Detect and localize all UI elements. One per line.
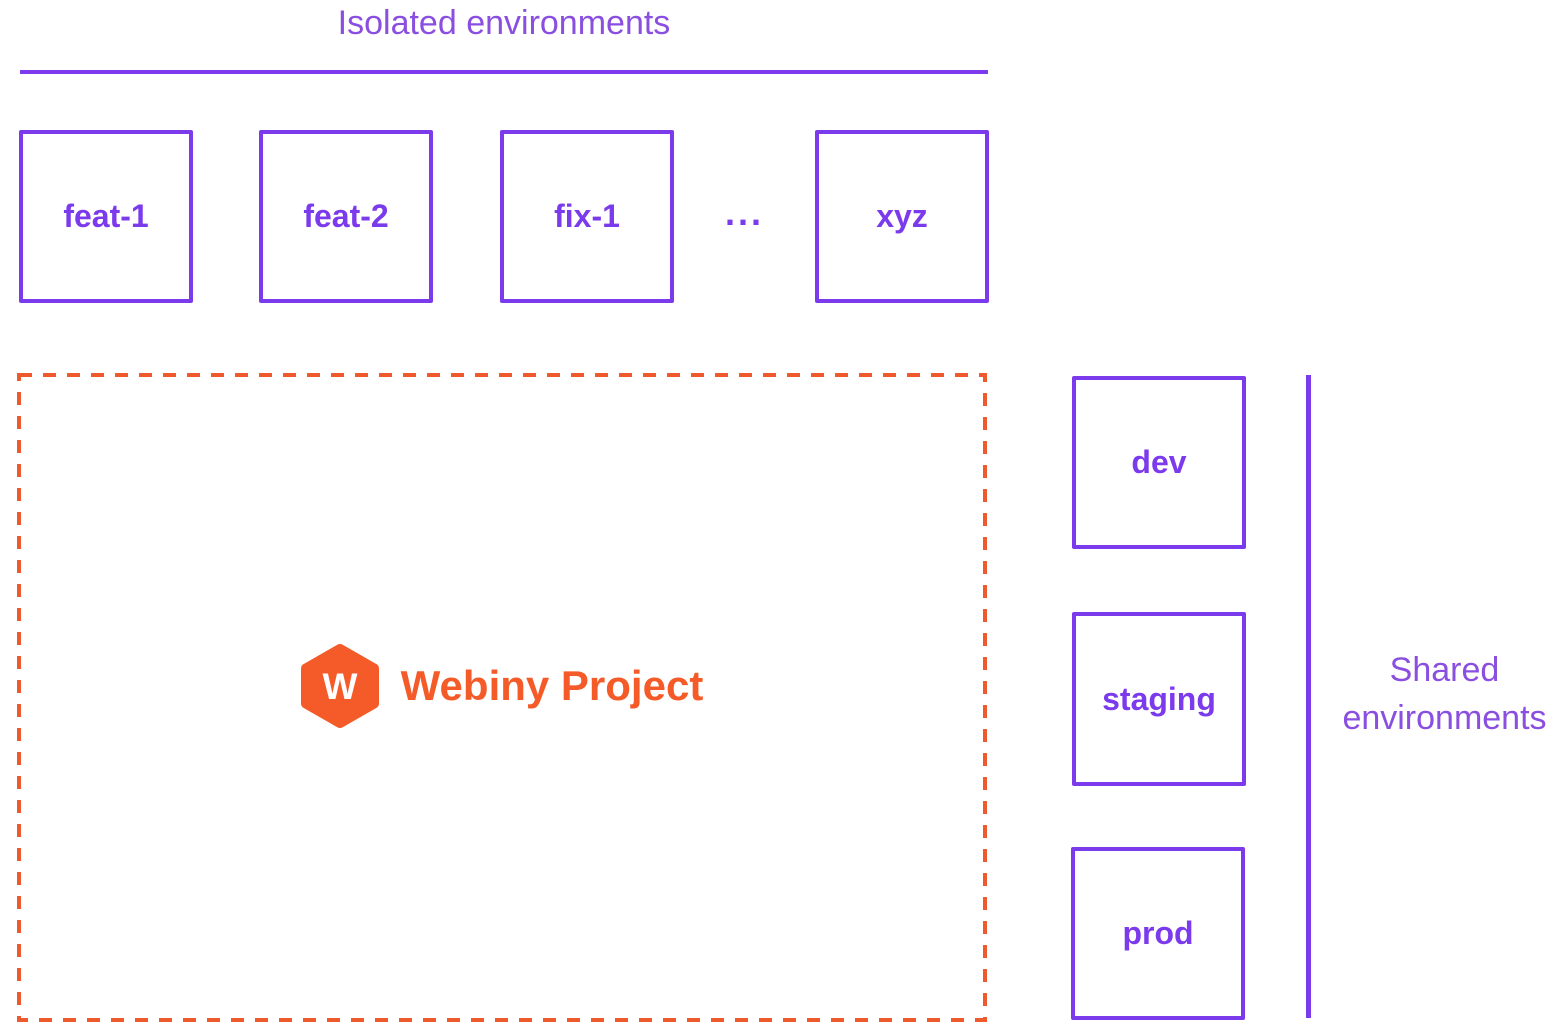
webiny-project-name: Webiny Project [400,661,704,709]
webiny-project: W Webiny Project [19,364,985,1007]
env-box-feat-1: feat-1 [19,130,193,303]
env-box-fix-1: fix-1 [500,130,674,303]
isolated-environments-divider [20,70,988,74]
env-box-prod-label: prod [1122,915,1194,951]
webiny-logo-icon: W [300,643,379,728]
env-box-xyz: xyz [815,130,989,303]
webiny-project-dashed-border [17,373,987,1022]
env-box-staging-label: staging [1102,680,1216,717]
webiny-logo-letter: W [322,666,357,707]
env-box-feat-2: feat-2 [259,130,433,303]
more-environments-ellipsis: ... [724,192,764,233]
env-box-feat-2-label: feat-2 [303,198,389,234]
env-box-dev-label: dev [1131,444,1187,480]
env-box-fix-1-label: fix-1 [554,198,620,234]
env-box-prod: prod [1071,847,1245,1020]
shared-environments-divider [1306,375,1311,1018]
env-box-xyz-label: xyz [876,198,928,234]
shared-environments-title: Shared environments [1342,651,1547,737]
isolated-environments-title: Isolated environments [337,4,671,42]
env-box-staging: staging [1072,612,1246,786]
env-box-feat-1-label: feat-1 [63,198,149,234]
env-box-dev: dev [1072,376,1246,549]
